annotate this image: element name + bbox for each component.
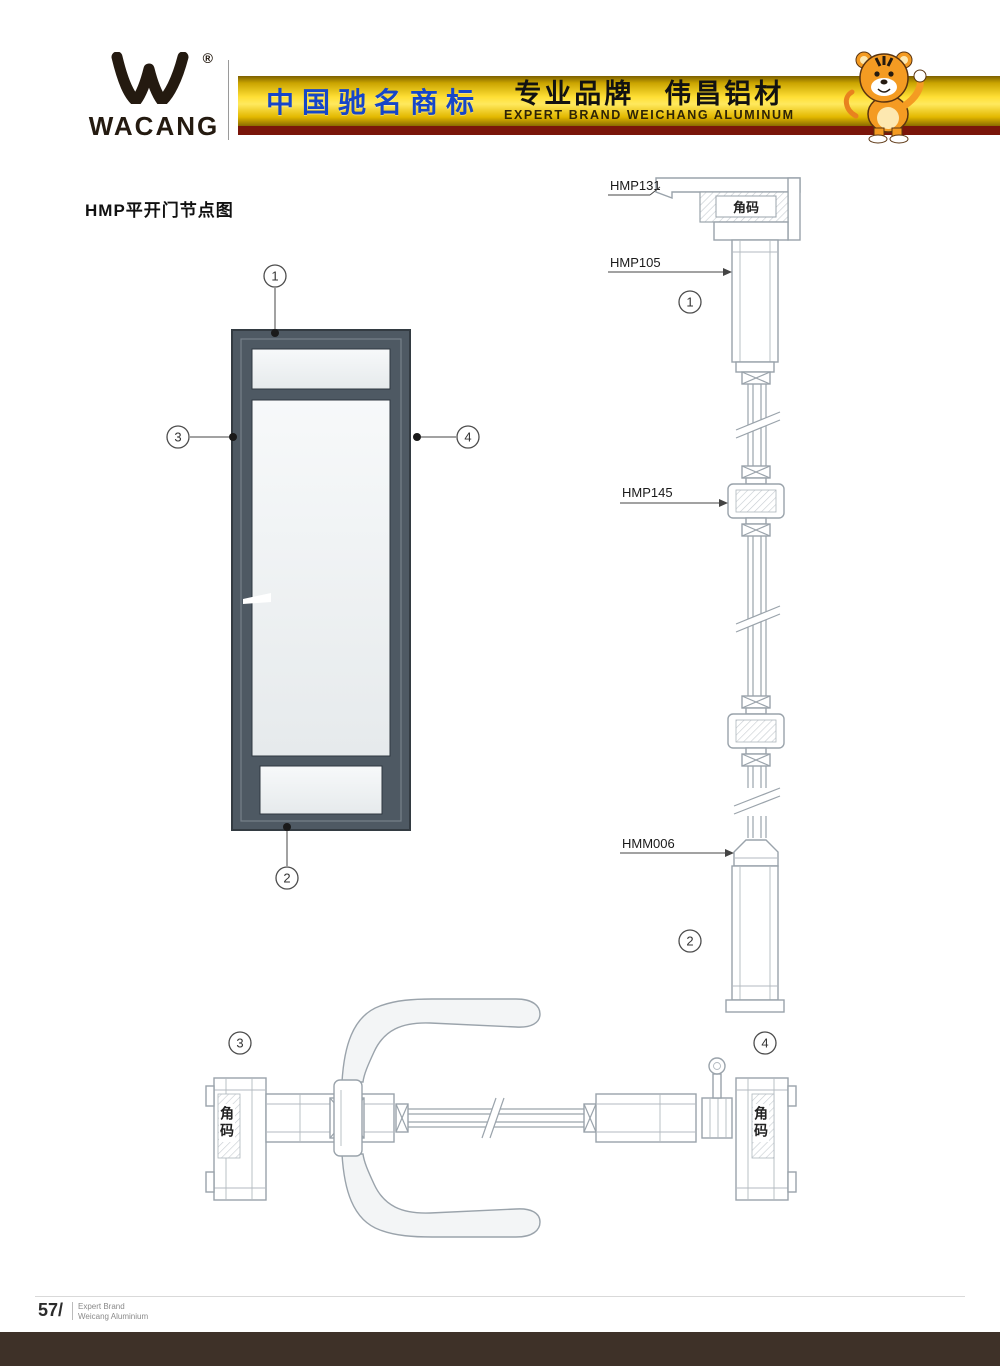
callout-2-section (678, 929, 702, 953)
famous-trademark-text: 中国驰名商标 (266, 87, 483, 118)
callout-4-elevation (456, 425, 480, 449)
callout-4-section (753, 1031, 777, 1055)
elevation-callouts: 1 3 4 2 (166, 264, 480, 890)
callout-3-section-num: 3 (236, 1036, 243, 1051)
brand-name: WACANG (88, 111, 220, 141)
footer-brand: Expert Brand Weicang Aluminium (78, 1302, 148, 1323)
vertical-section-labels: HMP131 HMP105 HMP145 HMM006 1 2 (608, 178, 734, 953)
door-handle-mark (243, 593, 271, 604)
hmm006-label: HMM006 (622, 836, 675, 851)
footer-rule (35, 1296, 965, 1297)
callout-4-section-num: 4 (761, 1036, 768, 1051)
callout-1-section-num: 1 (686, 295, 693, 310)
callout-4-num: 4 (464, 430, 471, 445)
page-number: 57/ (38, 1300, 64, 1320)
horizontal-section-drawing (205, 998, 797, 1238)
page-title: HMP平开门节点图 (85, 201, 234, 220)
hmp131-label: HMP131 (610, 178, 661, 193)
brand-slogan-en: EXPERT BRAND WEICHANG ALUMINUM (504, 108, 795, 123)
callout-3-num: 3 (174, 430, 181, 445)
banner-underline (238, 126, 1000, 135)
callout-1-section (678, 290, 702, 314)
w-logo-glyph (111, 51, 189, 107)
horizontal-section-callouts: 3 4 (228, 1031, 777, 1055)
footer-brand-line1: Expert Brand (78, 1302, 125, 1311)
hmp105-label: HMP105 (610, 255, 661, 270)
callout-3-section (228, 1031, 252, 1055)
callout-1-elevation (263, 264, 287, 288)
brand-slogan-cn: 专业品牌 伟昌铝材 (514, 78, 785, 109)
callout-2-num: 2 (283, 871, 290, 886)
door-elevation (231, 329, 411, 831)
footer-bar (0, 1332, 1000, 1366)
callout-2-section-num: 2 (686, 934, 693, 949)
vertical-section-drawing: 角码 (655, 177, 801, 1013)
corner-code-right-label: 角码 (753, 1104, 769, 1142)
corner-code-top-label: 角码 (733, 200, 759, 215)
callout-3-elevation (166, 425, 190, 449)
callout-1-num: 1 (271, 269, 278, 284)
w-logo-icon: ® (111, 50, 213, 109)
header-divider (228, 60, 229, 140)
banner-slogan-stack: 专业品牌 伟昌铝材 EXPERT BRAND WEICHANG ALUMINUM (504, 78, 795, 123)
node-diagram-canvas: 1 3 4 2 角码 (166, 177, 801, 1238)
corner-code-left-label: 角码 (219, 1104, 235, 1142)
hmp145-label: HMP145 (622, 485, 673, 500)
callout-2-elevation (275, 866, 299, 890)
footer-brand-line2: Weicang Aluminium (78, 1312, 149, 1322)
footer-divider (72, 1302, 73, 1320)
tiger-mascot-icon (843, 51, 927, 144)
registered-mark: ® (202, 50, 213, 66)
brand-logo: ® WACANG (86, 50, 222, 142)
